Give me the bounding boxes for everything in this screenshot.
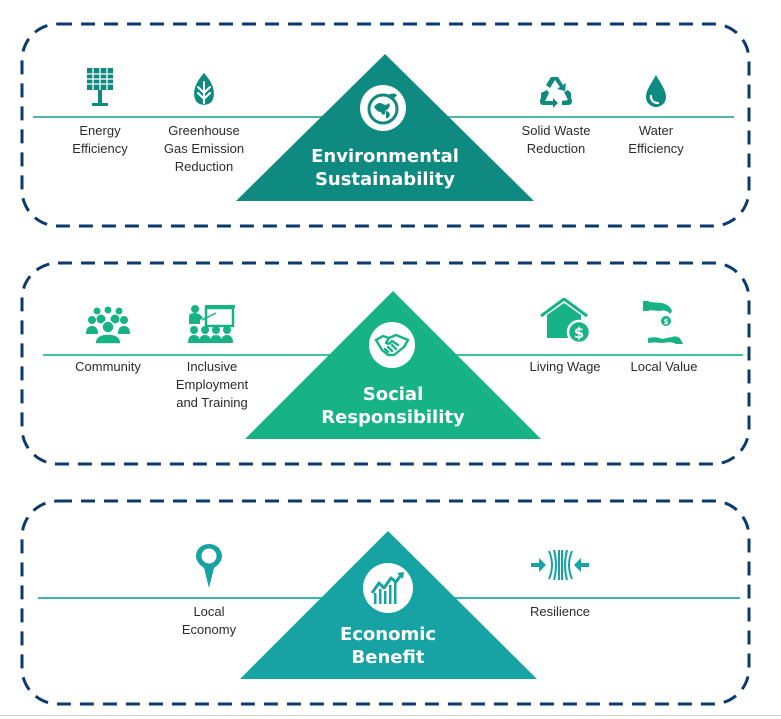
label-line: Employment: [175, 377, 249, 392]
svg-text:$: $: [664, 318, 669, 326]
dashed-border: [20, 22, 751, 228]
label-line: Reduction: [526, 141, 586, 156]
economic-title: Economic Benefit: [259, 623, 517, 669]
item-community: Community: [53, 298, 163, 376]
title-line-1: Social: [362, 384, 424, 405]
hand-coin-icon: $: [609, 298, 719, 344]
globe-leaf-icon: [360, 85, 406, 131]
water-drop-icon: [601, 62, 711, 108]
title-line-2: Benefit: [351, 647, 425, 668]
handshake-icon: [369, 322, 415, 368]
label-line: Local Value: [630, 359, 698, 374]
label-line: Solid Waste: [521, 123, 591, 138]
solar-panel-icon: [45, 62, 155, 108]
bottom-divider: [0, 715, 781, 716]
label-line: Community: [75, 359, 141, 374]
svg-text:$: $: [574, 324, 584, 342]
title-line-2: Responsibility: [321, 407, 465, 428]
social-panel: Social Responsibility Community: [20, 261, 751, 466]
label-line: Gas Emission: [163, 141, 245, 156]
resilience-arrows-icon: [505, 541, 615, 589]
label-line: Resilience: [530, 604, 590, 619]
label-line: Greenhouse: [168, 123, 240, 138]
social-title: Social Responsibility: [264, 383, 522, 429]
label-line: Energy: [79, 123, 121, 138]
label-line: Reduction: [174, 159, 234, 174]
house-dollar-icon: $: [510, 298, 620, 344]
growth-chart-icon: [363, 563, 413, 613]
label-line: Living Wage: [529, 359, 601, 374]
item-local-value: $ Local Value: [609, 298, 719, 376]
label-line: Efficiency: [628, 141, 684, 156]
title-line-2: Sustainability: [314, 169, 456, 190]
item-living-wage: $ Living Wage: [510, 298, 620, 376]
label-line: Water: [638, 123, 674, 138]
title-line-1: Environmental: [311, 146, 459, 167]
leaf-icon: [149, 62, 259, 108]
training-presentation-icon: [157, 298, 267, 344]
item-resilience: Resilience: [505, 541, 615, 621]
environmental-title: Environmental Sustainability: [256, 145, 514, 191]
dashed-border: [20, 499, 751, 706]
community-icon: [53, 298, 163, 344]
label-line: Efficiency: [72, 141, 128, 156]
label-line: Economy: [181, 622, 237, 637]
title-line-1: Economic: [339, 624, 437, 645]
location-pin-icon: [154, 541, 264, 589]
recycle-icon: [501, 62, 611, 108]
dashed-border: [20, 261, 751, 466]
label-line: Inclusive: [186, 359, 238, 374]
label-line: and Training: [176, 395, 248, 410]
label-line: Local: [193, 604, 225, 619]
